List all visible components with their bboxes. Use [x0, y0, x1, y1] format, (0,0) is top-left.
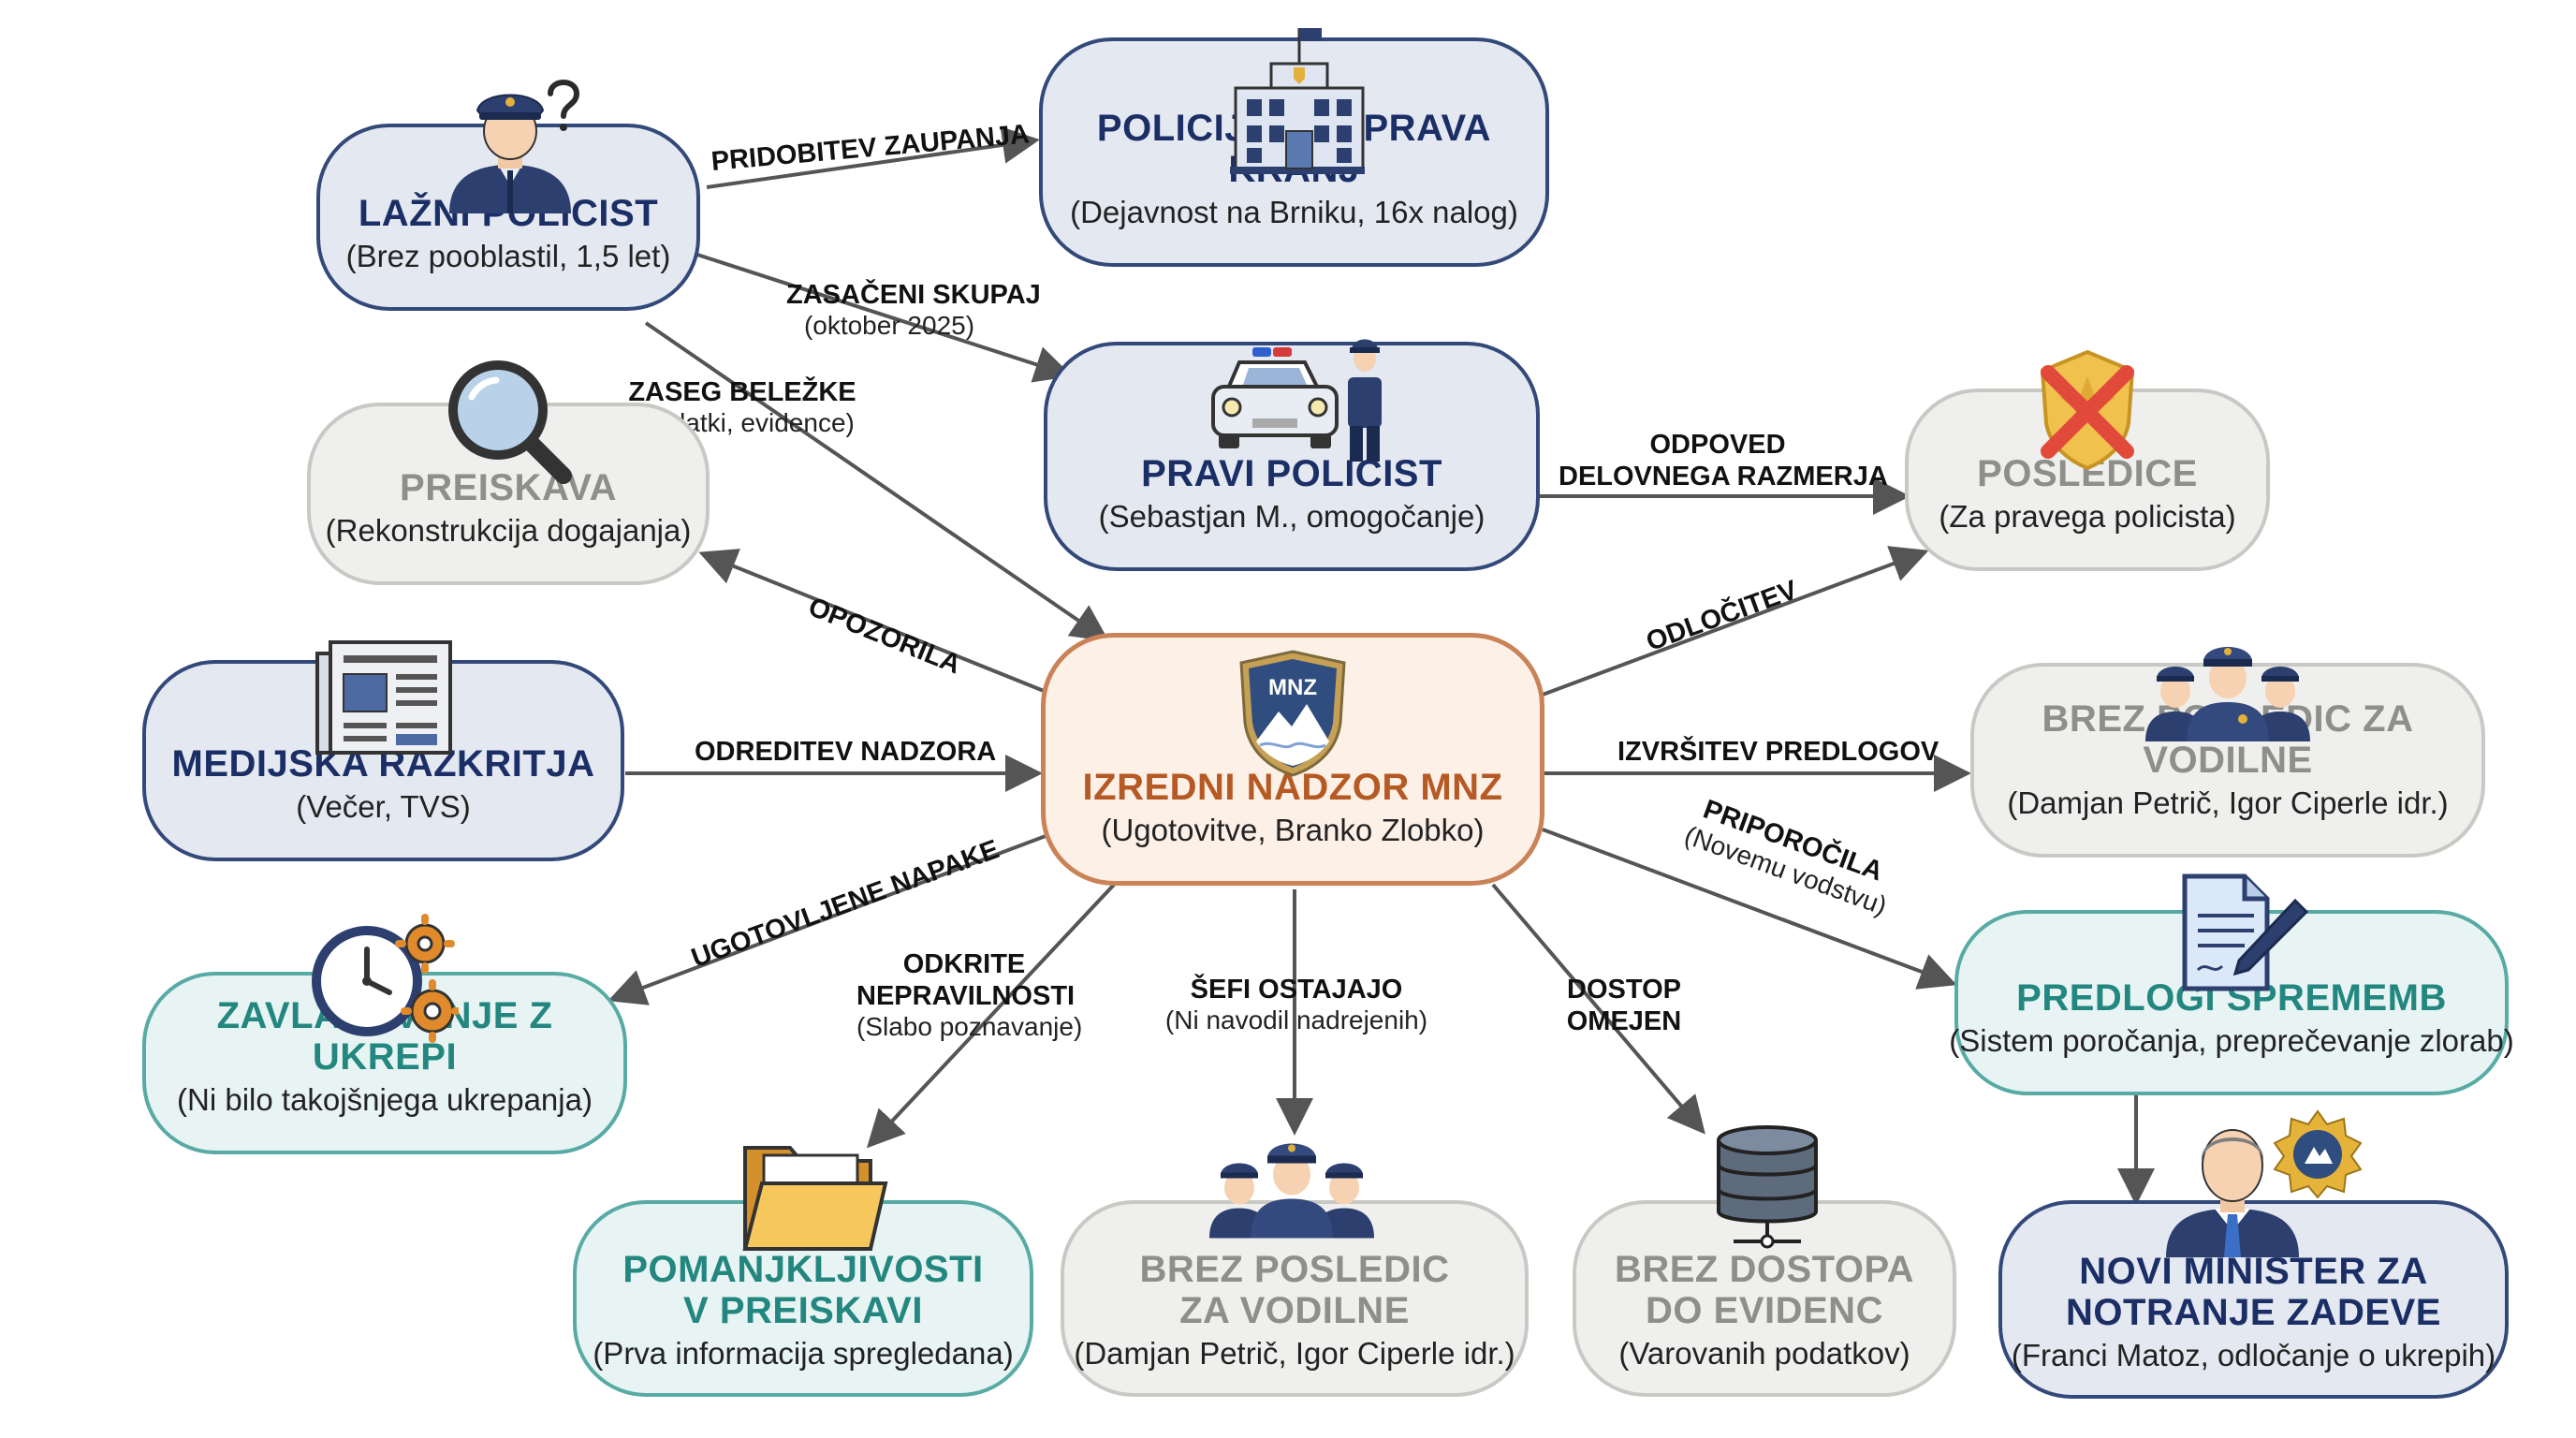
edge-ugotovljene [607, 831, 1054, 1005]
node-medijska-razkritja: MEDIJSKA RAZKRITJA (Večer, TVS) [142, 660, 624, 861]
edge-label-zasaceni-text: ZASAČENI SKUPAJ [786, 280, 1041, 310]
node-brez-dostopa: BREZ DOSTOPA DO EVIDENC (Varovanih podat… [1573, 1200, 1956, 1397]
edge-label-odkrite-sub: (Slabo poznavanje) [856, 1012, 1083, 1041]
node-pravi-policist-title: PRAVI POLICIST [1141, 453, 1442, 494]
edge-label-sefi: ŠEFI OSTAJAJO (Ni navodil nadrejenih) [1161, 974, 1432, 1035]
document-pen-icon [2182, 873, 2309, 991]
node-pravi-policist-sub: (Sebastjan M., omogočanje) [1098, 499, 1486, 534]
node-novi-minister: NOVI MINISTER ZA NOTRANJE ZADEVE (Franci… [1998, 1200, 2509, 1399]
node-brez-posledic-bottom-title-line2: ZA VODILNE [1179, 1290, 1410, 1331]
node-predlogi-sprememb-sub: (Sistem poročanja, preprečevanje zlorab) [1949, 1023, 2514, 1058]
edge-label-dostop: DOSTOP OMEJEN [1554, 974, 1694, 1037]
edge-opozorila [698, 549, 1054, 697]
mnz-logo-text: MNZ [1268, 675, 1317, 700]
edge-label-sefi-text: ŠEFI OSTAJAJO [1190, 975, 1403, 1005]
node-policijska-uprava-sub: (Dejavnost na Brniku, 16x nalog) [1070, 195, 1518, 229]
officers-group-icon [2145, 647, 2310, 741]
node-brez-dostopa-title-line1: BREZ DOSTOPA [1614, 1249, 1915, 1290]
edge-priporocila [1542, 828, 1957, 990]
badge-crossed-icon [2040, 349, 2135, 471]
minister-icon [2166, 1129, 2299, 1257]
newspaper-icon [315, 640, 452, 755]
edge-zaseg [644, 321, 1109, 642]
node-preiskava-sub: (Rekonstrukcija dogajanja) [325, 513, 692, 548]
edge-label-odkrite: ODKRITE NEPRAVILNOSTI (Slabo poznavanje) [856, 948, 1083, 1042]
edge-odlocitev [1542, 546, 1929, 697]
edge-label-odpoved-line1: ODPOVED [1649, 430, 1786, 460]
edge-label-zasaceni-sub: (oktober 2025) [803, 311, 975, 340]
node-lazni-policist-sub: (Brez pooblastil, 1,5 let) [345, 239, 671, 273]
edge-label-odreditev-text: ODREDITEV NADZORA [695, 737, 997, 767]
edge-label-izvrsitev-text: IZVRŠITEV PREDLOGOV [1617, 737, 1939, 767]
node-novi-minister-title-line1: NOVI MINISTER ZA [2079, 1251, 2428, 1292]
node-novi-minister-sub: (Franci Matoz, odločanje o ukrepih) [2011, 1338, 2496, 1372]
node-medijska-razkritja-sub: (Večer, TVS) [296, 789, 471, 824]
edge-label-odpoved-line2: DELOVNEGA RAZMERJA [1559, 462, 1888, 492]
edge-label-zasaceni: ZASAČENI SKUPAJ (oktober 2025) [786, 279, 1041, 341]
node-posledice-sub: (Za pravega policista) [1939, 499, 2236, 534]
mnz-shield-logo-icon: MNZ [1239, 650, 1346, 777]
node-izredni-nadzor-sub: (Ugotovitve, Branko Zlobko) [1101, 813, 1485, 847]
node-brez-posledic-bottom-sub: (Damjan Petrič, Igor Ciperle idr.) [1074, 1336, 1515, 1371]
police-officer-question-icon [449, 80, 580, 213]
node-brez-dostopa-title-line2: DO EVIDENC [1646, 1290, 1883, 1331]
edge-label-odkrite-line2: NEPRAVILNOSTI [856, 981, 1076, 1011]
edge-label-odkrite-line1: ODKRITE [902, 949, 1026, 979]
magnifier-icon [448, 360, 572, 484]
edge-label-odpoved: ODPOVED DELOVNEGA RAZMERJA [1559, 429, 1888, 492]
edge-zasaceni [696, 253, 1073, 383]
edge-label-izvrsitev: IZVRŠITEV PREDLOGOV [1617, 736, 1939, 768]
database-icon [1717, 1125, 1818, 1249]
node-preiskava: PREISKAVA (Rekonstrukcija dogajanja) [307, 403, 710, 585]
node-brez-posledic-right-sub: (Damjan Petrič, Igor Ciperle idr.) [2007, 785, 2449, 820]
police-car-officer-icon [1211, 339, 1382, 462]
edge-label-sefi-sub: (Ni navodil nadrejenih) [1164, 1005, 1428, 1034]
node-pomanjkljivosti-sub: (Prva informacija spregledana) [593, 1336, 1014, 1371]
police-building-icon [1230, 28, 1365, 174]
folder-icon [742, 1146, 888, 1251]
police-star-badge-icon [2273, 1109, 2363, 1199]
edge-odkrite [866, 883, 1116, 1149]
edge-label-dostop-line1: DOSTOP [1567, 975, 1681, 1005]
edge-dostop [1491, 883, 1705, 1135]
node-pomanjkljivosti-title-line1: POMANJKLJIVOSTI [622, 1249, 984, 1290]
edge-pridobitev [706, 126, 1040, 189]
officers-group-bottom-icon [1209, 1143, 1374, 1239]
edge-label-dostop-line2: OMEJEN [1566, 1006, 1682, 1036]
edge-label-zaseg-text: ZASEG BELEŽKE [628, 377, 856, 407]
clock-gears-icon [312, 914, 459, 1043]
node-preiskava-title: PREISKAVA [400, 467, 617, 508]
node-brez-posledic-bottom-title-line1: BREZ POSLEDIC [1139, 1249, 1450, 1290]
node-pomanjkljivosti: POMANJKLJIVOSTI V PREISKAVI (Prva inform… [573, 1200, 1033, 1397]
node-zavlacevanje-sub: (Ni bilo takojšnjega ukrepanja) [177, 1082, 593, 1117]
edge-label-odreditev: ODREDITEV NADZORA [695, 736, 996, 768]
node-pomanjkljivosti-title-line2: V PREISKAVI [683, 1290, 923, 1331]
node-brez-dostopa-sub: (Varovanih podatkov) [1618, 1336, 1910, 1371]
node-novi-minister-title-line2: NOTRANJE ZADEVE [2066, 1292, 2441, 1333]
node-brez-posledic-right: BREZ POSLEDIC ZA VODILNE (Damjan Petrič,… [1970, 663, 2485, 858]
